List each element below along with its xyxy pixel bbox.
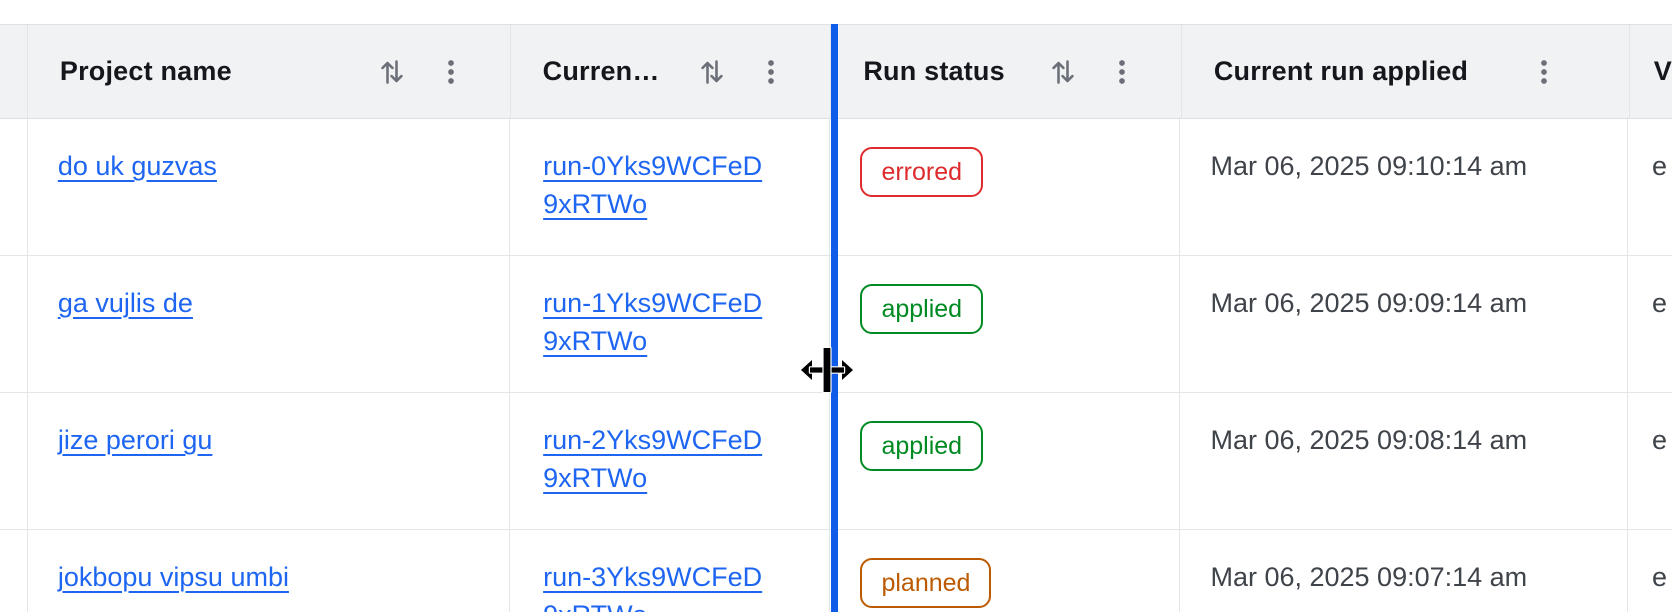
run-id-link[interactable]: run-1Yks9WCFeD9xRTWo [543,288,763,356]
column-menu-kebab-icon[interactable] [1529,54,1559,90]
status-badge: errored [860,147,984,197]
project-name-cell: ga vujlis de [28,256,511,392]
column-header-project-name[interactable]: Project name [28,25,511,118]
column-label: Current run applied [1213,56,1469,86]
current-run-applied-cell: Mar 06, 2025 09:08:14 am [1180,393,1628,529]
project-name-cell: do uk guzvas [28,119,511,255]
column-header-current-run-applied[interactable]: Current run applied [1182,25,1630,118]
sort-icon[interactable] [1045,54,1081,90]
column-menu-kebab-icon[interactable] [436,54,466,90]
project-link[interactable]: jize perori gu [57,425,213,455]
current-run-applied-cell: Mar 06, 2025 09:07:14 am [1180,530,1628,612]
run-id-link[interactable]: run-0Yks9WCFeD9xRTWo [543,151,763,219]
clipped-cell-text: e [1651,288,1667,318]
applied-timestamp: Mar 06, 2025 09:10:14 am [1210,151,1528,181]
column-menu-kebab-icon[interactable] [1107,54,1137,90]
gutter-cell [0,530,28,612]
run-status-cell: applied [830,393,1181,529]
clipped-cell: e [1628,256,1672,392]
applied-timestamp: Mar 06, 2025 09:07:14 am [1210,562,1528,592]
header-gutter-cell [0,25,28,118]
gutter-cell [0,393,28,529]
clipped-cell: e [1628,530,1672,612]
current-run-cell: run-1Yks9WCFeD9xRTWo [510,256,831,392]
project-link[interactable]: jokbopu vipsu umbi [57,562,289,592]
clipped-cell-text: e [1651,425,1667,455]
applied-timestamp: Mar 06, 2025 09:08:14 am [1210,425,1528,455]
project-name-cell: jokbopu vipsu umbi [28,530,511,612]
status-badge: planned [860,558,992,608]
run-status-cell: planned [830,530,1181,612]
column-resize-indicator-line[interactable] [831,24,838,612]
project-link[interactable]: do uk guzvas [57,151,217,181]
sort-icon[interactable] [694,54,730,90]
clipped-cell: e [1628,393,1672,529]
run-status-cell: applied [830,256,1181,392]
current-run-cell: run-3Yks9WCFeD9xRTWo [510,530,831,612]
gutter-cell [0,119,28,255]
column-menu-kebab-icon[interactable] [756,54,786,90]
column-header-clipped: V [1630,25,1672,118]
applied-timestamp: Mar 06, 2025 09:09:14 am [1210,288,1528,318]
current-run-applied-cell: Mar 06, 2025 09:10:14 am [1180,119,1628,255]
current-run-cell: run-0Yks9WCFeD9xRTWo [510,119,831,255]
run-id-link[interactable]: run-3Yks9WCFeD9xRTWo [543,562,763,612]
status-badge: applied [860,421,984,471]
current-run-cell: run-2Yks9WCFeD9xRTWo [510,393,831,529]
clipped-cell-text: e [1651,151,1667,181]
current-run-applied-cell: Mar 06, 2025 09:09:14 am [1180,256,1628,392]
column-label: Run status [863,56,1005,86]
clipped-cell: e [1628,119,1672,255]
run-status-cell: errored [830,119,1181,255]
column-label: Curren… [542,56,660,86]
column-header-run-status[interactable]: Run status [831,25,1182,118]
clipped-cell-text: e [1651,562,1667,592]
column-header-current-run[interactable]: Curren… [511,25,832,118]
project-link[interactable]: ga vujlis de [57,288,193,318]
run-id-link[interactable]: run-2Yks9WCFeD9xRTWo [543,425,763,493]
project-name-cell: jize perori gu [28,393,511,529]
table-row: jokbopu vipsu umbi run-3Yks9WCFeD9xRTWo … [0,530,1672,612]
column-label: V [1653,56,1672,86]
column-label: Project name [59,56,232,86]
gutter-cell [0,256,28,392]
status-badge: applied [860,284,984,334]
sort-icon[interactable] [374,54,410,90]
